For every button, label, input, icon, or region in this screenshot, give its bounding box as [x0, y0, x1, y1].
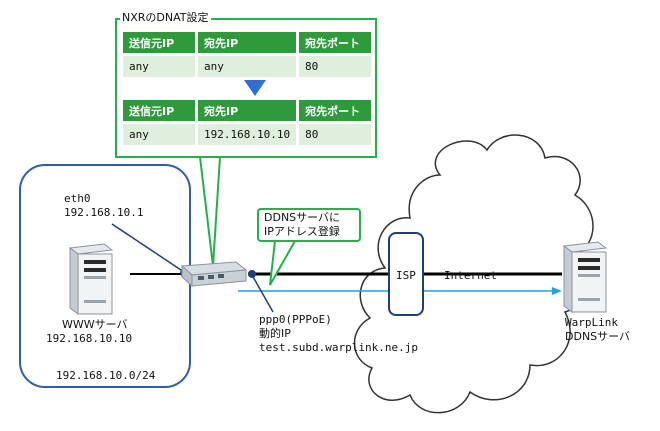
isp-box [388, 232, 424, 316]
wan-iface-label: ppp0(PPPoE) [259, 313, 332, 326]
nat-table-after: 送信元IP 宛先IP 宛先ポート any 192.168.10.10 80 [120, 97, 374, 148]
table-header-row: 送信元IP 宛先IP 宛先ポート [123, 100, 372, 121]
internet-label: Internet [444, 269, 497, 282]
header-src-ip: 送信元IP [123, 100, 195, 121]
header-src-ip: 送信元IP [123, 32, 195, 53]
cell-src-ip: any [123, 56, 195, 77]
ppp0-port-dot [248, 270, 256, 278]
eth0-ip: 192.168.10.1 [64, 206, 144, 219]
arrow-head [552, 287, 562, 295]
header-dst-port: 宛先ポート [299, 32, 371, 53]
cell-dst-ip: any [198, 56, 296, 77]
lan-network-label: 192.168.10.0/24 [56, 369, 156, 382]
header-dst-ip: 宛先IP [198, 100, 297, 121]
www-server-ip: 192.168.10.10 [46, 332, 133, 345]
nat-table-before: 送信元IP 宛先IP 宛先ポート any any 80 [120, 29, 374, 80]
table-row: any 192.168.10.10 80 [123, 124, 372, 145]
www-server-icon [68, 243, 114, 315]
cell-dst-port: 80 [299, 124, 372, 145]
header-dst-port: 宛先ポート [299, 100, 372, 121]
ddns-server-label-2: DDNSサーバ [565, 330, 631, 343]
eth0-label: eth0 [64, 192, 91, 205]
ddns-callout-line2: IPアドレス登録 [264, 225, 340, 238]
ddns-server-icon [562, 241, 608, 313]
nat-callout-pointer [198, 156, 222, 267]
ddns-callout: DDNSサーバに IPアドレス登録 [257, 208, 361, 242]
table-header-row: 送信元IP 宛先IP 宛先ポート [123, 32, 371, 53]
cell-src-ip: any [123, 124, 195, 145]
ddns-callout-line1: DDNSサーバに [264, 211, 341, 224]
ddns-callout-pointer [269, 240, 297, 286]
eth0-leader [111, 223, 185, 273]
ddns-server-label-1: WarpLink [565, 316, 618, 329]
header-dst-ip: 宛先IP [198, 32, 296, 53]
www-server-label: WWWサーバ [62, 318, 128, 331]
wan-ip-type: 動的IP [259, 327, 291, 340]
wan-hostname: test.subd.warplink.ne.jp [259, 341, 418, 354]
arrow-down-icon [244, 80, 266, 96]
cell-dst-ip: 192.168.10.10 [198, 124, 297, 145]
table-row: any any 80 [123, 56, 371, 77]
isp-label: ISP [396, 269, 416, 282]
ppp0-leader [251, 274, 274, 313]
cell-dst-port: 80 [299, 56, 371, 77]
router-nxr-icon [180, 261, 248, 288]
nat-callout-title: NXRのDNAT設定 [120, 9, 211, 25]
